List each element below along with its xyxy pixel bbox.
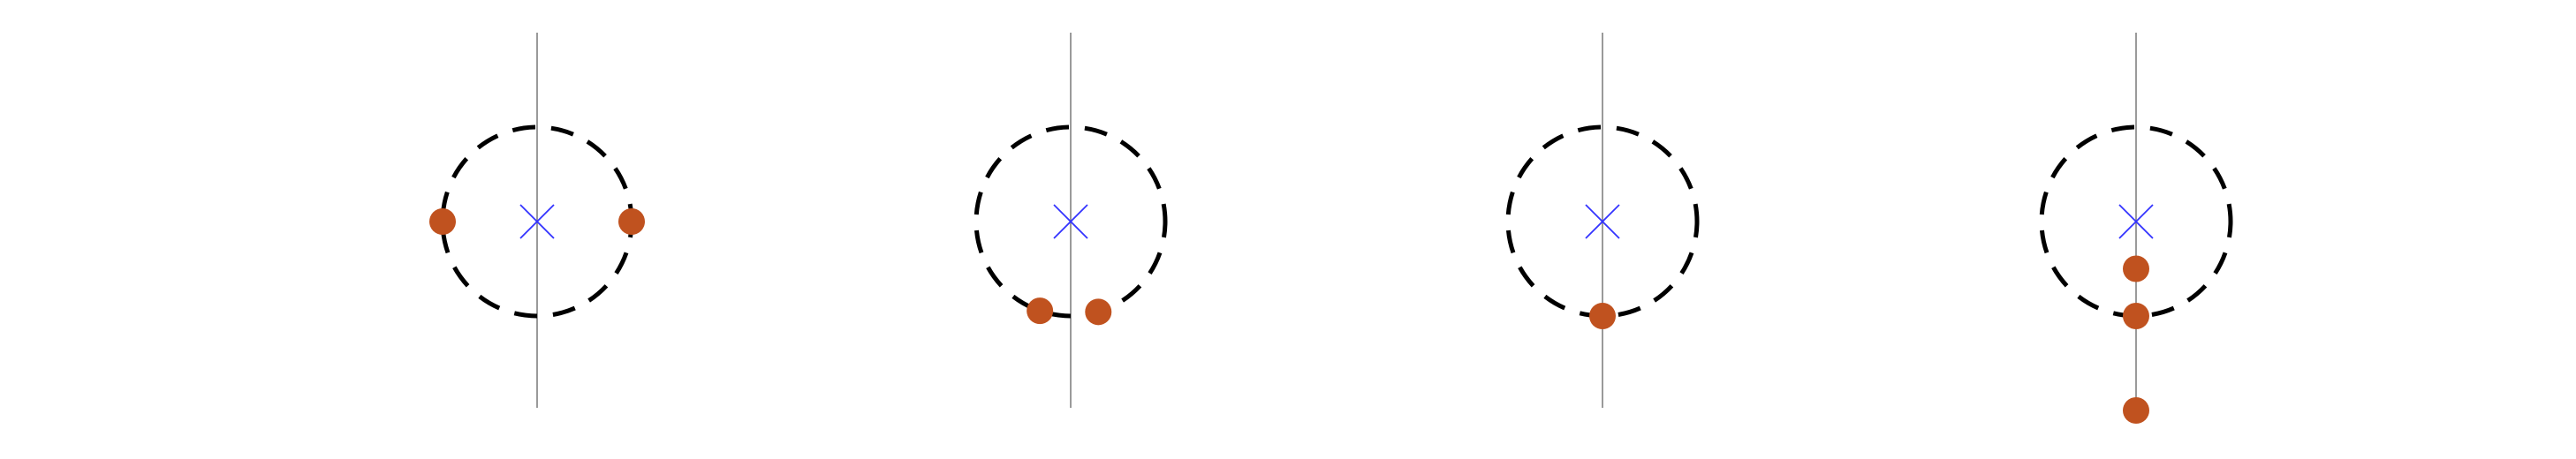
panels-layer — [429, 33, 2233, 424]
point-on-circle — [618, 208, 645, 235]
panel-4 — [2039, 33, 2233, 424]
point-on-axis — [2123, 397, 2149, 424]
point-on-circle — [1589, 303, 1616, 329]
center-x-marker — [1585, 204, 1620, 239]
dashed-circle — [2039, 124, 2233, 319]
dashed-circle — [1505, 124, 1700, 319]
center-x-marker — [1053, 204, 1088, 239]
center-x-marker — [2118, 204, 2154, 239]
point-on-circle — [1027, 297, 1054, 325]
dashed-circle — [974, 124, 1168, 319]
point-on-circle — [429, 208, 456, 235]
panel-1 — [429, 33, 645, 408]
point-on-circle — [1085, 298, 1112, 326]
center-x-marker — [519, 204, 555, 239]
panel-3 — [1505, 33, 1700, 408]
point-on-axis — [2123, 255, 2149, 282]
panel-2 — [974, 33, 1168, 408]
point-on-circle — [2123, 303, 2149, 329]
